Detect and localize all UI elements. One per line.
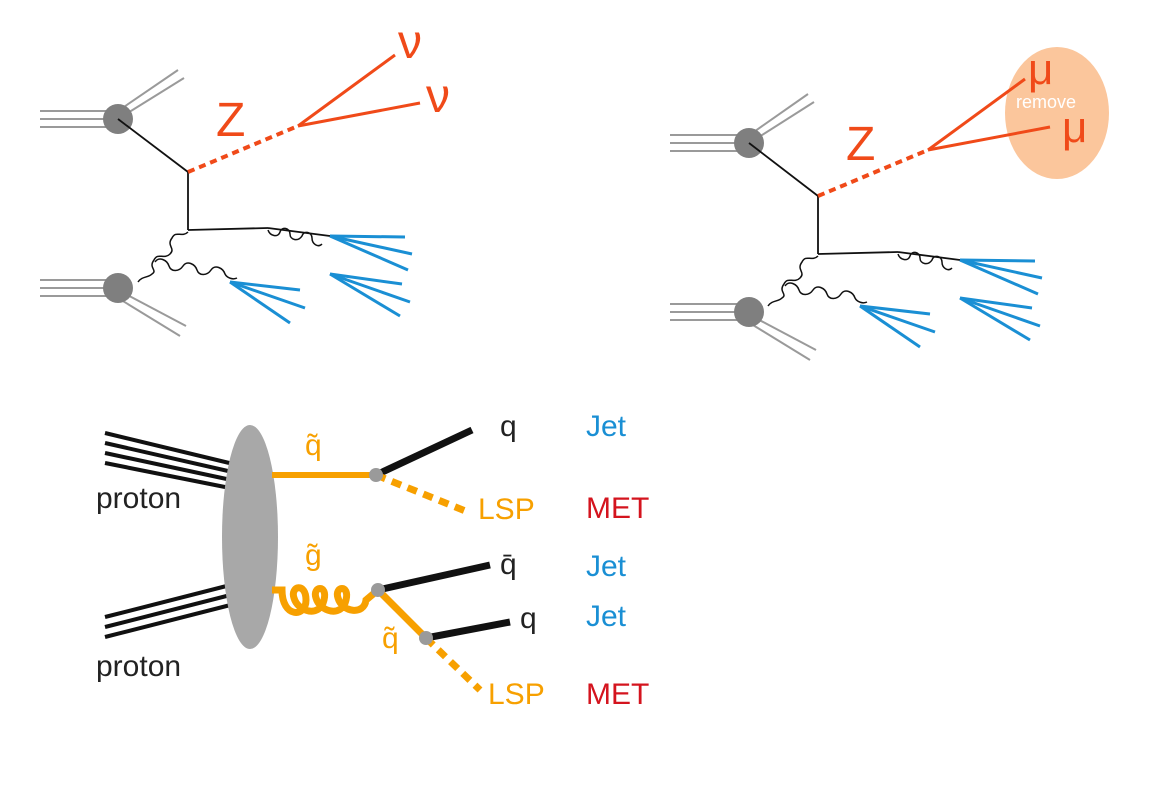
quark-label-top: q	[500, 410, 517, 443]
interaction-blob	[222, 425, 278, 649]
jet-spray-3	[229, 280, 306, 325]
muon-label-1: μ	[1028, 45, 1053, 94]
jet-label-2: Jet	[586, 550, 627, 583]
squark-label-bottom: q̃	[382, 622, 399, 655]
z-boson-line	[817, 148, 929, 198]
muon-lines	[927, 77, 1051, 152]
quark-line-bottom	[425, 618, 511, 642]
antiquark-line	[377, 561, 491, 594]
jet-spray-2	[959, 296, 1041, 342]
gluino-label: g̃	[305, 539, 322, 572]
squark-line-bottom	[375, 587, 429, 641]
gluino-line	[272, 584, 381, 616]
proton-label-bottom: proton	[96, 650, 181, 683]
quark-lines	[117, 118, 331, 237]
met-label-1: MET	[586, 492, 649, 525]
z-label: Z	[846, 118, 875, 171]
jet-label-1: Jet	[586, 410, 627, 443]
proton-label-top: proton	[96, 482, 181, 515]
neutrino-label-1: ν	[398, 16, 422, 69]
proton-blob-bottom	[734, 297, 764, 327]
quark-lines	[748, 142, 961, 261]
quark-line-top	[374, 426, 474, 479]
remove-label: remove	[1016, 92, 1076, 112]
vertex-top	[369, 468, 383, 482]
jet-spray-1	[329, 234, 413, 272]
lsp-line-bottom	[423, 635, 483, 693]
gluon-loops	[137, 227, 323, 283]
gluon-loops	[767, 251, 953, 307]
jet-spray-2	[329, 272, 411, 318]
met-label-2: MET	[586, 678, 649, 711]
z-boson-line	[187, 124, 299, 174]
neutrino-label-2: ν	[426, 70, 450, 123]
vertex-gluino	[371, 583, 385, 597]
muon-label-2: μ	[1062, 103, 1087, 152]
z-label: Z	[216, 94, 245, 147]
lsp-label-top: LSP	[478, 493, 535, 526]
diagram-z-to-muons: Z μ remove μ	[670, 45, 1109, 361]
lsp-label-bottom: LSP	[488, 678, 545, 711]
diagram-susy-squark-gluino: proton proton q̃ g̃ q̃ q q̄ q LSP LSP Je…	[96, 410, 649, 711]
jet-spray-1	[959, 258, 1043, 296]
jet-label-3: Jet	[586, 600, 627, 633]
remove-ellipse	[1005, 47, 1109, 179]
quark-label-bottom: q	[520, 602, 537, 635]
squark-label-top: q̃	[305, 429, 322, 462]
proton-blob-bottom	[103, 273, 133, 303]
vertex-bottom	[419, 631, 433, 645]
lsp-line-top	[374, 471, 470, 516]
neutrino-lines	[297, 53, 421, 128]
antiquark-label: q̄	[500, 548, 517, 581]
diagram-z-to-neutrinos: Z ν ν	[40, 16, 450, 337]
jet-spray-3	[859, 304, 936, 349]
